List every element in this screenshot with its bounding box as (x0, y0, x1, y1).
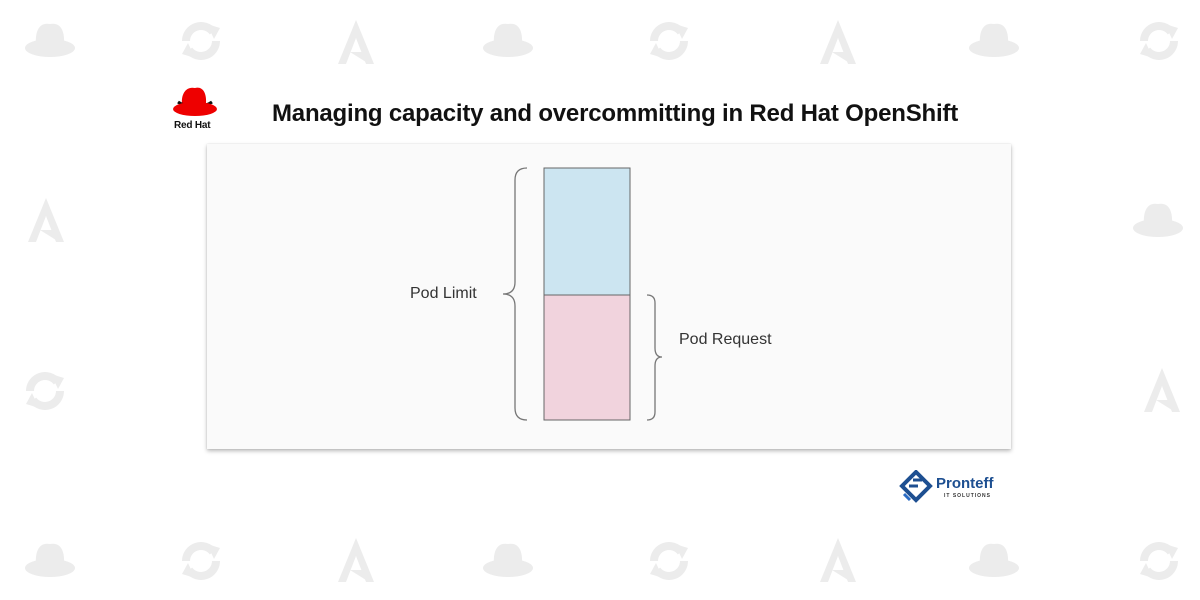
pronteff-tagline: IT SOLUTIONS (944, 493, 991, 499)
pronteff-logo: Pronteff IT SOLUTIONS (898, 470, 1008, 506)
ansible-a-icon (336, 536, 376, 591)
refresh-icon (1134, 536, 1184, 591)
pod-request-label: Pod Request (679, 331, 772, 348)
pod-limit-label: Pod Limit (410, 285, 477, 302)
fedora-hat-icon (968, 538, 1020, 587)
red-hat-icon (173, 87, 217, 116)
pronteff-wordmark: Pronteff (936, 475, 994, 492)
ansible-a-icon (1142, 366, 1182, 421)
refresh-icon (1134, 16, 1184, 71)
ansible-a-icon (26, 196, 66, 251)
refresh-icon (20, 366, 70, 421)
fedora-hat-icon (482, 538, 534, 587)
red-hat-wordmark: Red Hat (174, 120, 211, 131)
refresh-icon (644, 536, 694, 591)
red-hat-logo (172, 84, 218, 132)
refresh-icon (644, 16, 694, 71)
pronteff-mark-icon (899, 470, 933, 503)
ansible-a-icon (818, 536, 858, 591)
fedora-hat-icon (24, 18, 76, 67)
pod-diagram: Pod Limit Pod Request (410, 167, 772, 421)
refresh-icon (176, 16, 226, 71)
page-title: Managing capacity and overcommitting in … (272, 100, 959, 127)
ansible-a-icon (818, 18, 858, 73)
refresh-icon (176, 536, 226, 591)
fedora-hat-icon (482, 18, 534, 67)
diagram-panel: Pod Limit Pod Request (207, 144, 1011, 449)
ansible-a-icon (336, 18, 376, 73)
pod-request-brace (646, 294, 663, 421)
request-block (543, 294, 631, 421)
pod-limit-brace (502, 167, 528, 421)
fedora-hat-icon (1132, 198, 1184, 247)
fedora-hat-icon (24, 538, 76, 587)
fedora-hat-icon (968, 18, 1020, 67)
limit-headroom-block (543, 167, 631, 296)
